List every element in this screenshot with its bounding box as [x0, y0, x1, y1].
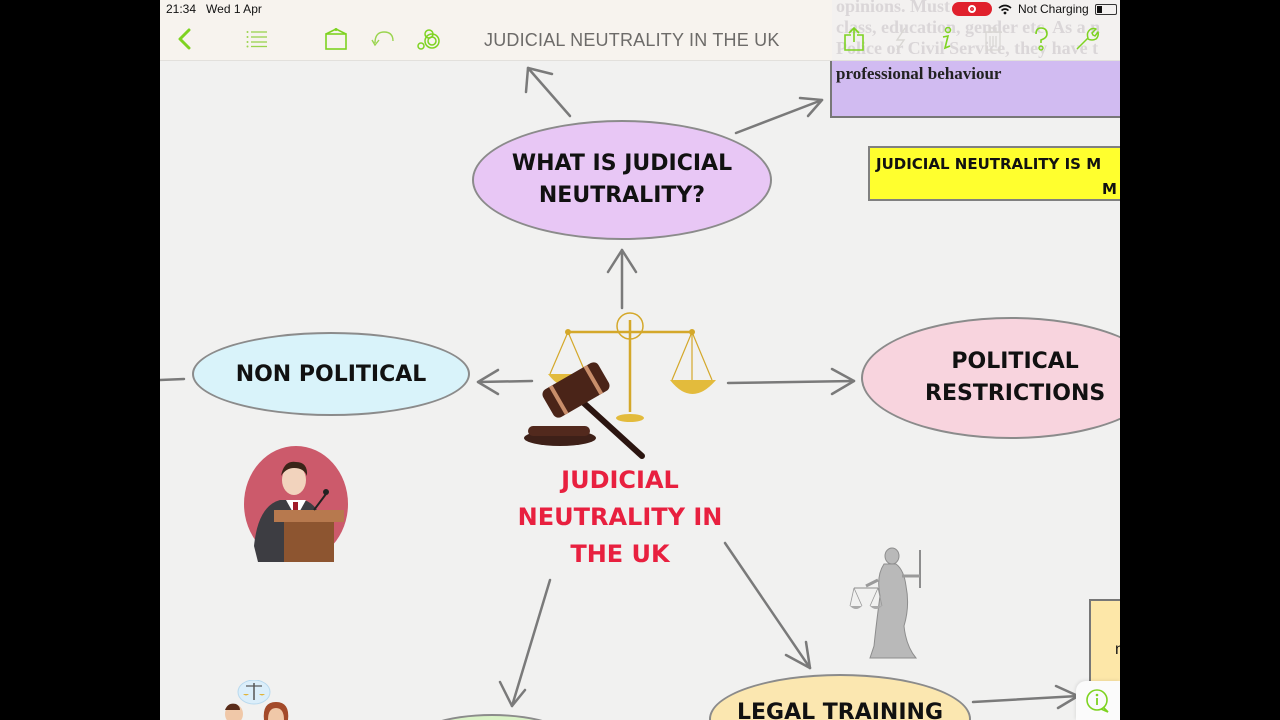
- topic-what-is-judicial-neutrality[interactable]: WHAT IS JUDICIAL NEUTRALITY?: [472, 120, 772, 240]
- info-icon: [942, 27, 952, 50]
- lightning-icon: [895, 27, 906, 51]
- central-topic-line2: NEUTRALITY IN: [517, 503, 723, 531]
- note-box-judicial-neutrality[interactable]: JUDICIAL NEUTRALITY IS M M: [868, 146, 1120, 201]
- back-button[interactable]: [172, 26, 198, 52]
- help-button[interactable]: [1028, 26, 1054, 52]
- ghost-text-line: Police or Civil Service, they have t: [836, 38, 1099, 58]
- couple-with-scales-image[interactable]: [220, 680, 300, 720]
- mindmap-canvas[interactable]: professional behaviour JUDICIAL NEUTRALI…: [160, 0, 1120, 720]
- topic-political-restrictions[interactable]: POLITICAL RESTRICTIONS: [861, 317, 1120, 439]
- topic-label-line2: NEUTRALITY?: [538, 183, 706, 208]
- add-topic-icon: [325, 28, 347, 50]
- battery-icon: [1094, 3, 1117, 15]
- outline-button[interactable]: [244, 26, 270, 52]
- trash-icon: [984, 27, 1002, 51]
- app-toolbar: opinions. Must class, education, gender …: [160, 0, 1120, 61]
- outline-list-icon: [246, 31, 267, 48]
- undo-icon: [371, 31, 394, 47]
- note-text-line2: M: [1102, 180, 1117, 198]
- lightning-button[interactable]: [888, 26, 914, 52]
- ghost-text-line: opinions. Must: [836, 0, 951, 16]
- status-bar-right: Not Charging: [952, 2, 1117, 16]
- topic-label-line1: WHAT IS JUDICIAL: [511, 151, 733, 176]
- central-topic-line3: THE UK: [570, 540, 670, 568]
- record-icon: [968, 5, 976, 13]
- share-icon: [844, 27, 864, 51]
- politician-at-podium-image[interactable]: [244, 446, 348, 562]
- note-text-line1: JUDICIAL NEUTRALITY IS M: [876, 155, 1102, 173]
- add-topic-button[interactable]: [323, 26, 349, 52]
- wrench-icon: [1076, 27, 1099, 50]
- help-icon: [1035, 27, 1048, 51]
- settings-button[interactable]: [1074, 26, 1100, 52]
- central-topic-line1: JUDICIAL: [561, 466, 679, 494]
- wifi-icon: [998, 4, 1012, 14]
- ghost-text-line: class, education, gender etc. As a n: [836, 17, 1101, 37]
- battery-status-text: Not Charging: [1018, 2, 1089, 16]
- status-bar-clock: 21:34 Wed 1 Apr: [166, 2, 262, 16]
- topic-label: NON POLITICAL: [235, 361, 427, 387]
- info-bubble-icon: [1086, 688, 1109, 713]
- ipad-screen: professional behaviour JUDICIAL NEUTRALI…: [160, 0, 1120, 720]
- topic-label: LEGAL TRAINING: [736, 700, 944, 720]
- status-date: Wed 1 Apr: [206, 2, 262, 16]
- topic-label-line2: RESTRICTIONS: [925, 381, 1106, 406]
- back-chevron-icon: [178, 28, 191, 50]
- central-topic[interactable]: JUDICIAL NEUTRALITY IN THE UK: [510, 462, 730, 573]
- share-button[interactable]: [841, 26, 867, 52]
- undo-button[interactable]: [370, 26, 396, 52]
- note-text: n: [1115, 641, 1120, 659]
- status-time: 21:34: [166, 2, 197, 16]
- topic-non-political[interactable]: NON POLITICAL: [192, 332, 470, 416]
- delete-button[interactable]: [980, 26, 1006, 52]
- screen-recording-indicator[interactable]: [952, 2, 992, 16]
- style-icon: [417, 29, 440, 50]
- note-text: professional behaviour: [836, 64, 1002, 83]
- info-button[interactable]: [933, 26, 959, 52]
- document-title: JUDICIAL NEUTRALITY IN THE UK: [484, 30, 780, 50]
- lady-justice-statue-image[interactable]: [846, 546, 936, 662]
- style-button[interactable]: [416, 26, 442, 52]
- gavel-and-scales-image[interactable]: [520, 312, 720, 462]
- topic-label-line1: POLITICAL: [951, 349, 1079, 374]
- notes-info-button[interactable]: [1076, 681, 1120, 720]
- connector-lines: [160, 66, 1080, 710]
